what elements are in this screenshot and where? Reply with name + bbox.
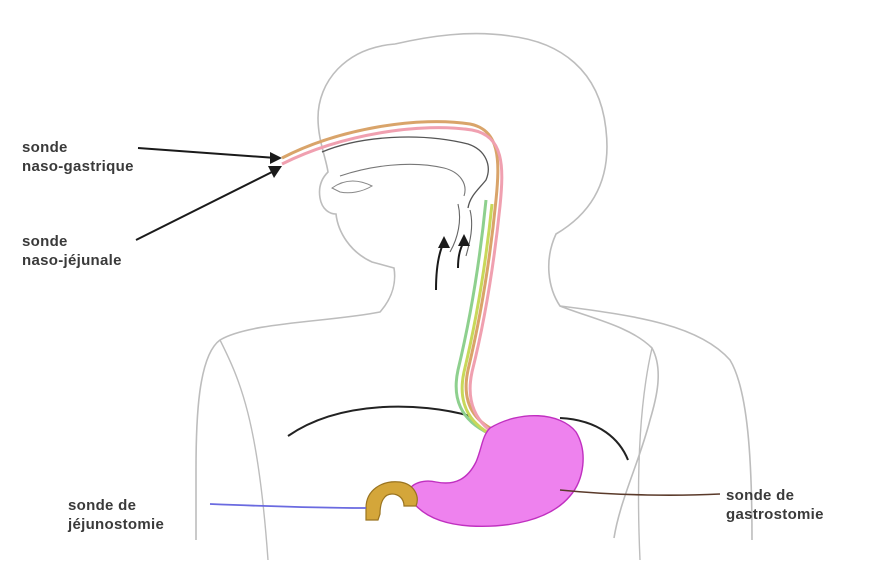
left-arm-outline [220,340,268,560]
diaphragm [288,407,470,436]
tube-naso-gastric [282,122,498,432]
label-gastrostomy-line2: gastrostomie [726,505,824,524]
label-naso-gastric-line2: naso-gastrique [22,157,134,176]
label-jejunostomy-line2: jéjunostomie [68,515,164,534]
label-naso-gastric-tube: sonde naso-gastrique [22,138,134,176]
jejunum [366,482,417,520]
label-naso-jejunal-line2: naso-jéjunale [22,251,122,270]
pointer-naso-gastric-head [270,152,282,164]
airway-arrow-left [436,242,444,290]
label-jejunostomy-line1: sonde de [68,496,164,515]
pointer-naso-jejunal [136,170,276,240]
right-arm-outline [639,348,653,560]
airway-arrowhead-right [458,234,470,246]
nasal-cavity [322,137,488,208]
tube-jejunostomy [210,504,366,508]
tube-gastrostomy [560,490,720,495]
label-gastrostomy-line1: sonde de [726,486,824,505]
label-naso-jejunal-line1: sonde [22,232,122,251]
label-naso-jejunal-tube: sonde naso-jéjunale [22,232,122,270]
label-gastrostomy-tube: sonde de gastrostomie [726,486,824,524]
tongue [332,181,372,193]
body-outline [196,34,658,540]
label-naso-gastric-line1: sonde [22,138,134,157]
tube-naso-jejunal [282,128,502,438]
stomach [409,416,584,527]
pointer-naso-gastric [138,148,276,158]
label-jejunostomy-tube: sonde de jéjunostomie [68,496,164,534]
airway-arrowhead-left [438,236,450,248]
